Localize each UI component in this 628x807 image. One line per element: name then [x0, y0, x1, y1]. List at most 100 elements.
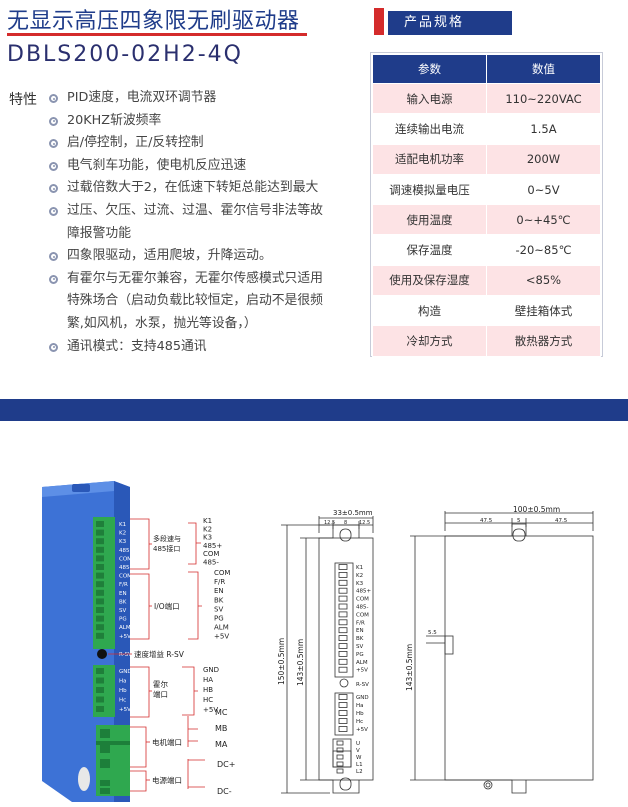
callout-pin-label: EN — [214, 587, 224, 595]
callout-motor: 电机端口 — [152, 737, 182, 747]
photo-pin-label: 485- — [119, 565, 131, 571]
front-pin-label: V — [356, 748, 360, 754]
callout-pin-label: GND — [203, 666, 219, 674]
terminal-screw — [96, 564, 104, 570]
bullet-icon — [49, 342, 58, 352]
front-pin-label: F/R — [356, 620, 365, 626]
feature-item: 启/停控制，正/反转控制 — [49, 132, 361, 155]
spec-value: 0~5V — [486, 173, 601, 206]
callout-pin-label: MB — [215, 724, 227, 733]
callout-pin-label: MA — [215, 740, 228, 749]
spec-value: 1.5A — [486, 113, 601, 145]
bracket-io-right — [188, 571, 202, 640]
front-mount-slot — [339, 777, 352, 791]
bracket-power — [130, 770, 147, 792]
side-outline — [444, 535, 594, 781]
front-terminal-pin — [336, 740, 344, 746]
front-pin-label: BK — [356, 636, 364, 642]
photo-pin-label: Hb — [119, 688, 127, 694]
photo-pin-label: K1 — [119, 522, 126, 528]
bracket-speed485-right — [188, 522, 201, 565]
photo-pin-label: K2 — [119, 531, 126, 537]
feature-text: 电气刹车功能，使电机反应迅速 — [67, 157, 247, 173]
dim-side-sub-label: 5 — [517, 518, 521, 524]
photo-pin-label: SV — [119, 608, 126, 614]
driver-photo: K1K2K3485+COM485-COMF/RENBKSVPGALM+5VR-S… — [42, 481, 134, 802]
front-pin-label: COM — [356, 597, 369, 603]
terminal-screw — [96, 572, 104, 579]
photo-pin-label: EN — [119, 591, 127, 597]
front-pin-label: SV — [356, 644, 363, 650]
front-pin-label: Hc — [356, 719, 363, 725]
dim-height-outer-label: 150±0.5mm — [277, 638, 286, 685]
front-pin-label: +5V — [356, 668, 368, 674]
terminal-screw — [96, 581, 104, 588]
callout-pin-label: ALM — [214, 624, 229, 632]
spec-value: 散热器方式 — [486, 325, 601, 357]
front-pin-label: 485- — [356, 605, 368, 611]
bracket-io — [130, 573, 150, 640]
front-pin-label: +5V — [356, 727, 368, 733]
photo-pin-label: +5V — [119, 634, 131, 640]
dim-width-line — [318, 516, 374, 533]
front-pin-label: L2 — [356, 769, 363, 775]
label-sticker — [78, 767, 90, 791]
feature-text: 通讯模式：支持485通讯 — [67, 338, 207, 354]
front-pin-label: 485+ — [356, 589, 371, 595]
front-terminal-b — [334, 692, 354, 736]
feature-item: 电气刹车功能，使电机反应迅速 — [49, 155, 361, 178]
callout-brackets — [108, 518, 205, 792]
terminal-screw — [96, 615, 104, 622]
photo-pin-label: BK — [119, 599, 127, 605]
callout-speed-gain: 速度增益 R-SV — [134, 649, 185, 659]
side-mount-slot — [512, 528, 526, 542]
side-bottom-tab — [445, 779, 527, 794]
dim-sub-label: 12.5 — [359, 520, 370, 526]
spec-row: 冷却方式散热器方式 — [372, 325, 601, 357]
spec-value: 200W — [486, 143, 601, 175]
spec-param: 调速模拟量电压 — [372, 173, 487, 206]
terminal-screw — [100, 744, 110, 753]
front-terminal-pin — [338, 643, 348, 649]
terminal-screw — [96, 521, 104, 527]
front-pin-label: L1 — [356, 762, 363, 768]
front-terminal-pin — [338, 666, 348, 673]
spec-value: <85% — [486, 264, 601, 297]
terminal-screw — [96, 529, 104, 536]
front-terminal-pin — [336, 761, 344, 767]
bracket-power-right — [187, 759, 205, 789]
dim-sub-label: 8 — [344, 520, 347, 526]
callout-pin-label: HB — [203, 686, 213, 694]
bullet-icon — [49, 116, 58, 126]
spec-param: 使用温度 — [372, 204, 487, 236]
feature-item: 过压、欠压、过流、过温、霍尔信号非法等故障报警功能 — [49, 200, 361, 245]
speed-gain-knob — [97, 649, 107, 659]
callout-pin-label: BK — [214, 596, 224, 604]
bullet-icon — [49, 206, 58, 216]
terminal-screw — [96, 538, 104, 545]
photo-pin-label: GND — [119, 669, 132, 675]
features-label: 特性 — [9, 92, 37, 108]
bullet-icon — [49, 161, 58, 171]
callout-hall: 端口 — [153, 689, 168, 699]
terminal-screw — [96, 555, 104, 562]
terminal-screw — [96, 677, 104, 684]
photo-pin-label: COM — [119, 556, 132, 562]
callout-pin-label: COM — [203, 550, 219, 558]
terminal-screw — [100, 729, 110, 738]
side-top-tab — [445, 523, 527, 537]
spec-param: 连续输出电流 — [372, 113, 487, 145]
callout-pin-label: COM — [214, 569, 230, 577]
callout-pin-label: PG — [214, 615, 224, 623]
feature-text: 繁,如风机，水泵，抛光等设备，） — [67, 315, 257, 331]
model-number: DBLS200-02H2-4Q — [7, 42, 243, 67]
callout-pin-label: DC- — [217, 787, 232, 796]
spec-row: 保存温度-20~85℃ — [372, 234, 601, 266]
front-pin-label: GND — [356, 695, 369, 701]
page-title: 无显示高压四象限无刷驱动器 — [7, 9, 300, 34]
front-pin-label: K3 — [356, 581, 364, 587]
dim-side-height-label: 143±0.5mm — [405, 644, 414, 691]
callout-pin-label: K2 — [203, 525, 212, 533]
callout-power: 电源端口 — [152, 775, 182, 785]
